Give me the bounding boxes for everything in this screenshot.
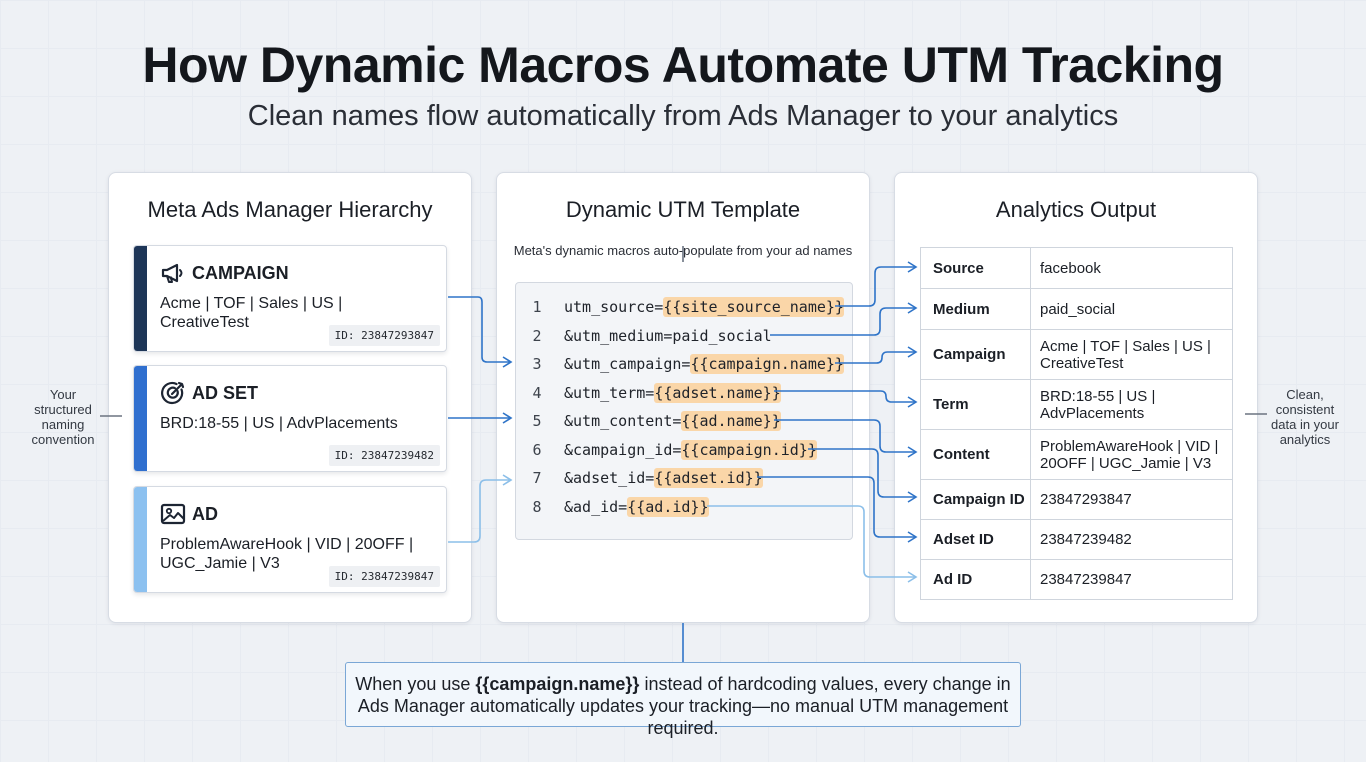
code-line: 3&utm_campaign={{campaign.name}} <box>516 350 852 378</box>
clean-data-note: Clean, consistent data in your analytics <box>1271 387 1339 447</box>
campaign-label: CAMPAIGN <box>192 263 289 283</box>
code-line: 8&ad_id={{ad.id}} <box>516 493 852 521</box>
code-text: &adset_id={{adset.id}} <box>564 464 763 492</box>
dynamic-macro: {{adset.name}} <box>654 382 781 403</box>
page-subtitle: Clean names flow automatically from Ads … <box>247 100 1119 132</box>
utm-parameter: utm_source= <box>564 298 664 316</box>
code-line: 7&adset_id={{adset.id}} <box>516 464 852 492</box>
utm-parameter: &adset_id= <box>564 469 655 487</box>
ad-name: ProblemAwareHook | VID | 20OFF | UGC_Jam… <box>160 536 414 572</box>
code-text: &utm_content={{ad.name}} <box>564 407 781 435</box>
code-line: 2&utm_medium=paid_social <box>516 322 852 350</box>
code-text: utm_source={{site_source_name}} <box>564 293 844 321</box>
code-line: 4&utm_term={{adset.name}} <box>516 379 852 407</box>
code-text: &ad_id={{ad.id}} <box>564 493 709 521</box>
output-key: Medium <box>920 288 1031 330</box>
output-value: 23847293847 <box>1030 479 1233 520</box>
code-text: &utm_term={{adset.name}} <box>564 379 781 407</box>
line-number: 6 <box>532 440 542 459</box>
ad-id-badge: ID: 23847239847 <box>328 566 440 587</box>
dynamic-macro: {{site_source_name}} <box>663 297 844 317</box>
adset-accent-bar <box>134 366 147 471</box>
target-icon <box>161 381 185 405</box>
callout-macro: {{campaign.name}} <box>475 674 640 694</box>
output-key: Adset ID <box>920 519 1031 560</box>
line-number: 2 <box>532 326 542 345</box>
adset-id-badge: ID: 23847239482 <box>328 445 440 466</box>
campaign-accent-bar <box>134 246 147 351</box>
utm-parameter: &utm_content= <box>564 412 682 430</box>
line-number: 5 <box>532 412 542 430</box>
callout-text-after: instead of hardcoding values, every chan… <box>357 674 1011 738</box>
code-text: &utm_medium=paid_social <box>564 322 772 350</box>
output-panel-title: Analytics Output <box>995 197 1157 222</box>
output-value: paid_social <box>1030 288 1233 330</box>
line-number: 4 <box>532 383 542 402</box>
utm-parameter: &utm_medium=paid_social <box>564 326 772 345</box>
dynamic-macro: {{ad.name}} <box>681 411 781 431</box>
code-line: 1 utm_source={{site_source_name}} <box>516 293 852 321</box>
line-number: 8 <box>532 497 542 516</box>
output-key: Ad ID <box>920 559 1031 600</box>
line-number: 7 <box>532 469 542 487</box>
template-panel-title: Dynamic UTM Template <box>565 197 801 222</box>
utm-parameter: &utm_campaign= <box>564 355 691 373</box>
image-icon <box>160 503 186 525</box>
code-text: &campaign_id={{campaign.id}} <box>564 436 817 464</box>
output-value: ProblemAwareHook | VID | 20OFF | UGC_Jam… <box>1030 429 1233 480</box>
utm-parameter: &ad_id= <box>564 497 628 516</box>
output-key: Campaign <box>920 329 1031 380</box>
dynamic-macros-note: Meta's dynamic macros auto-populate from… <box>513 243 853 258</box>
output-key: Source <box>920 247 1031 289</box>
line-number: 3 <box>532 355 542 373</box>
utm-template-panel: Dynamic UTM Template Meta's dynamic macr… <box>496 172 870 623</box>
hierarchy-panel-title: Meta Ads Manager Hierarchy <box>147 197 433 222</box>
ads-manager-hierarchy-panel: Meta Ads Manager Hierarchy CAMPAIGN Acme… <box>108 172 472 623</box>
output-value: BRD:18-55 | US | AdvPlacements <box>1030 379 1233 430</box>
campaign-id-badge: ID: 23847293847 <box>328 325 440 346</box>
callout-text-before: When you use <box>355 674 476 694</box>
ad-label: AD <box>192 504 218 524</box>
output-key: Content <box>920 429 1031 480</box>
dynamic-macro: {{adset.id}} <box>654 468 763 488</box>
summary-callout: When you use {{campaign.name}} instead o… <box>345 662 1021 738</box>
output-key: Campaign ID <box>920 479 1031 520</box>
dynamic-macro: {{ad.id}} <box>627 496 709 517</box>
output-value: Acme | TOF | Sales | US | CreativeTest <box>1030 329 1233 380</box>
code-text: &utm_campaign={{campaign.name}} <box>564 350 844 378</box>
megaphone-icon <box>161 263 183 283</box>
campaign-card: CAMPAIGN Acme | TOF | Sales | US | Creat… <box>133 245 447 352</box>
adset-label: AD SET <box>192 383 259 403</box>
ad-accent-bar <box>134 487 147 592</box>
utm-parameter: &utm_term= <box>564 383 655 402</box>
utm-parameter: &campaign_id= <box>564 440 682 459</box>
dynamic-macro: {{campaign.id}} <box>681 439 817 460</box>
page-title: How Dynamic Macros Automate UTM Tracking <box>142 37 1224 93</box>
naming-convention-note: Your structured naming convention <box>31 387 95 447</box>
code-line: 6&campaign_id={{campaign.id}} <box>516 436 852 464</box>
ad-card: AD ProblemAwareHook | VID | 20OFF | UGC_… <box>133 486 447 593</box>
campaign-name: Acme | TOF | Sales | US | CreativeTest <box>160 295 343 331</box>
output-value: facebook <box>1030 247 1233 289</box>
adset-name: BRD:18-55 | US | AdvPlacements <box>160 415 398 432</box>
adset-card: AD SET BRD:18-55 | US | AdvPlacements ID… <box>133 365 447 472</box>
output-value: 23847239847 <box>1030 559 1233 600</box>
dynamic-macro: {{campaign.name}} <box>690 354 844 374</box>
line-number: 1 <box>532 298 542 316</box>
output-key: Term <box>920 379 1031 430</box>
code-line: 5&utm_content={{ad.name}} <box>516 407 852 435</box>
output-value: 23847239482 <box>1030 519 1233 560</box>
